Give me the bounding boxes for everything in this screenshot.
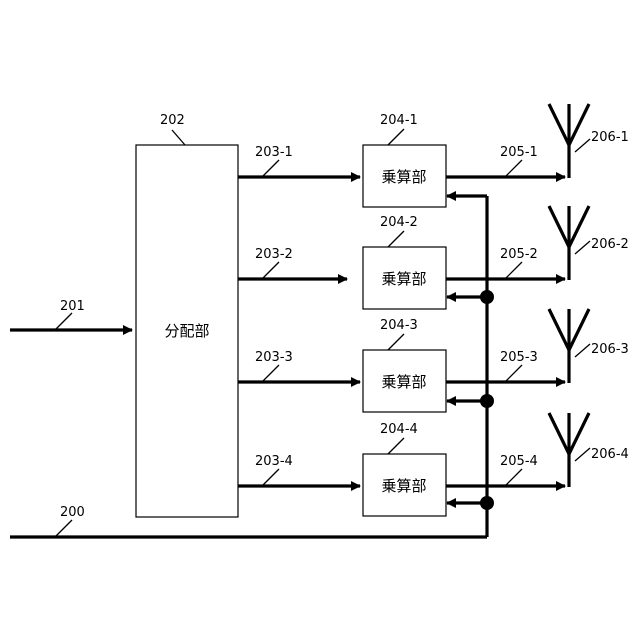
leader-line (388, 129, 404, 145)
ref-label-200: 200 (60, 505, 85, 520)
ref-label-206-4: 206-4 (591, 447, 629, 462)
channel-4: 203-4 乗算部 204-4 205-4 206-4 (238, 413, 629, 516)
channel-1: 203-1 乗算部 204-1 205-1 206-1 (238, 104, 629, 207)
ref-label-205-2: 205-2 (500, 247, 538, 262)
leader-line (505, 160, 522, 177)
junction-dot (480, 496, 494, 510)
antenna-icon (549, 309, 589, 383)
leader-line (262, 469, 279, 486)
ref-label-205-1: 205-1 (500, 145, 538, 160)
leader-line (388, 334, 404, 350)
antenna-icon (549, 413, 589, 487)
leader-line (55, 520, 72, 537)
ref-label-202: 202 (160, 113, 185, 128)
ref-label-206-1: 206-1 (591, 130, 629, 145)
distributor-text: 分配部 (164, 322, 209, 340)
antenna-icon (549, 104, 589, 178)
ref-label-206-2: 206-2 (591, 237, 629, 252)
leader-line (505, 262, 522, 279)
leader-line (55, 313, 72, 330)
channel-3: 203-3 乗算部 204-3 205-3 206-3 (238, 309, 629, 412)
multiplier-text: 乗算部 (381, 168, 426, 186)
multiplier-text: 乗算部 (381, 373, 426, 391)
ref-label-203-4: 203-4 (255, 454, 293, 469)
ref-label-203-3: 203-3 (255, 350, 293, 365)
input-signal-201: 201 (10, 299, 132, 330)
channel-2: 203-2 乗算部 204-2 205-2 206-2 (238, 206, 629, 309)
junction-dot (480, 394, 494, 408)
leader-line (575, 344, 590, 357)
distributor-block: 分配部 202 (136, 113, 238, 517)
leader-line (505, 469, 522, 486)
ref-label-206-3: 206-3 (591, 342, 629, 357)
ref-label-204-1: 204-1 (380, 113, 418, 128)
ref-label-201: 201 (60, 299, 85, 314)
leader-line (575, 139, 590, 152)
leader-line (575, 448, 590, 461)
leader-line (262, 365, 279, 382)
leader-line (388, 438, 404, 454)
antenna-icon (549, 206, 589, 280)
multiplier-text: 乗算部 (381, 270, 426, 288)
ref-label-205-3: 205-3 (500, 350, 538, 365)
leader-line (505, 365, 522, 382)
ref-label-204-3: 204-3 (380, 318, 418, 333)
leader-line (575, 241, 590, 254)
ref-label-204-4: 204-4 (380, 422, 418, 437)
ref-label-205-4: 205-4 (500, 454, 538, 469)
leader-line (262, 262, 279, 279)
ref-label-203-2: 203-2 (255, 247, 293, 262)
leader-line (262, 160, 279, 177)
multiplier-text: 乗算部 (381, 477, 426, 495)
leader-line (388, 231, 404, 247)
leader-line (172, 130, 185, 145)
ref-label-204-2: 204-2 (380, 215, 418, 230)
junction-dot (480, 290, 494, 304)
ref-label-203-1: 203-1 (255, 145, 293, 160)
